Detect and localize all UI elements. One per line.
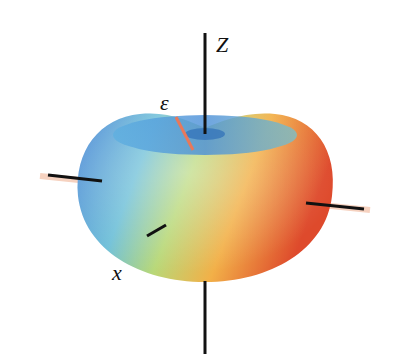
axis-label: Z: [216, 34, 228, 56]
z-axis: [204, 33, 207, 134]
vector-label: ε: [160, 92, 169, 114]
axis-label: x: [112, 262, 122, 284]
torus-shine: [78, 113, 333, 282]
z-axis: [204, 281, 207, 354]
y-axis: [48, 175, 102, 181]
polarization-vector: [176, 117, 193, 150]
torus-body: [78, 113, 333, 282]
x-axis: [147, 225, 166, 236]
y-axis: [306, 203, 364, 209]
